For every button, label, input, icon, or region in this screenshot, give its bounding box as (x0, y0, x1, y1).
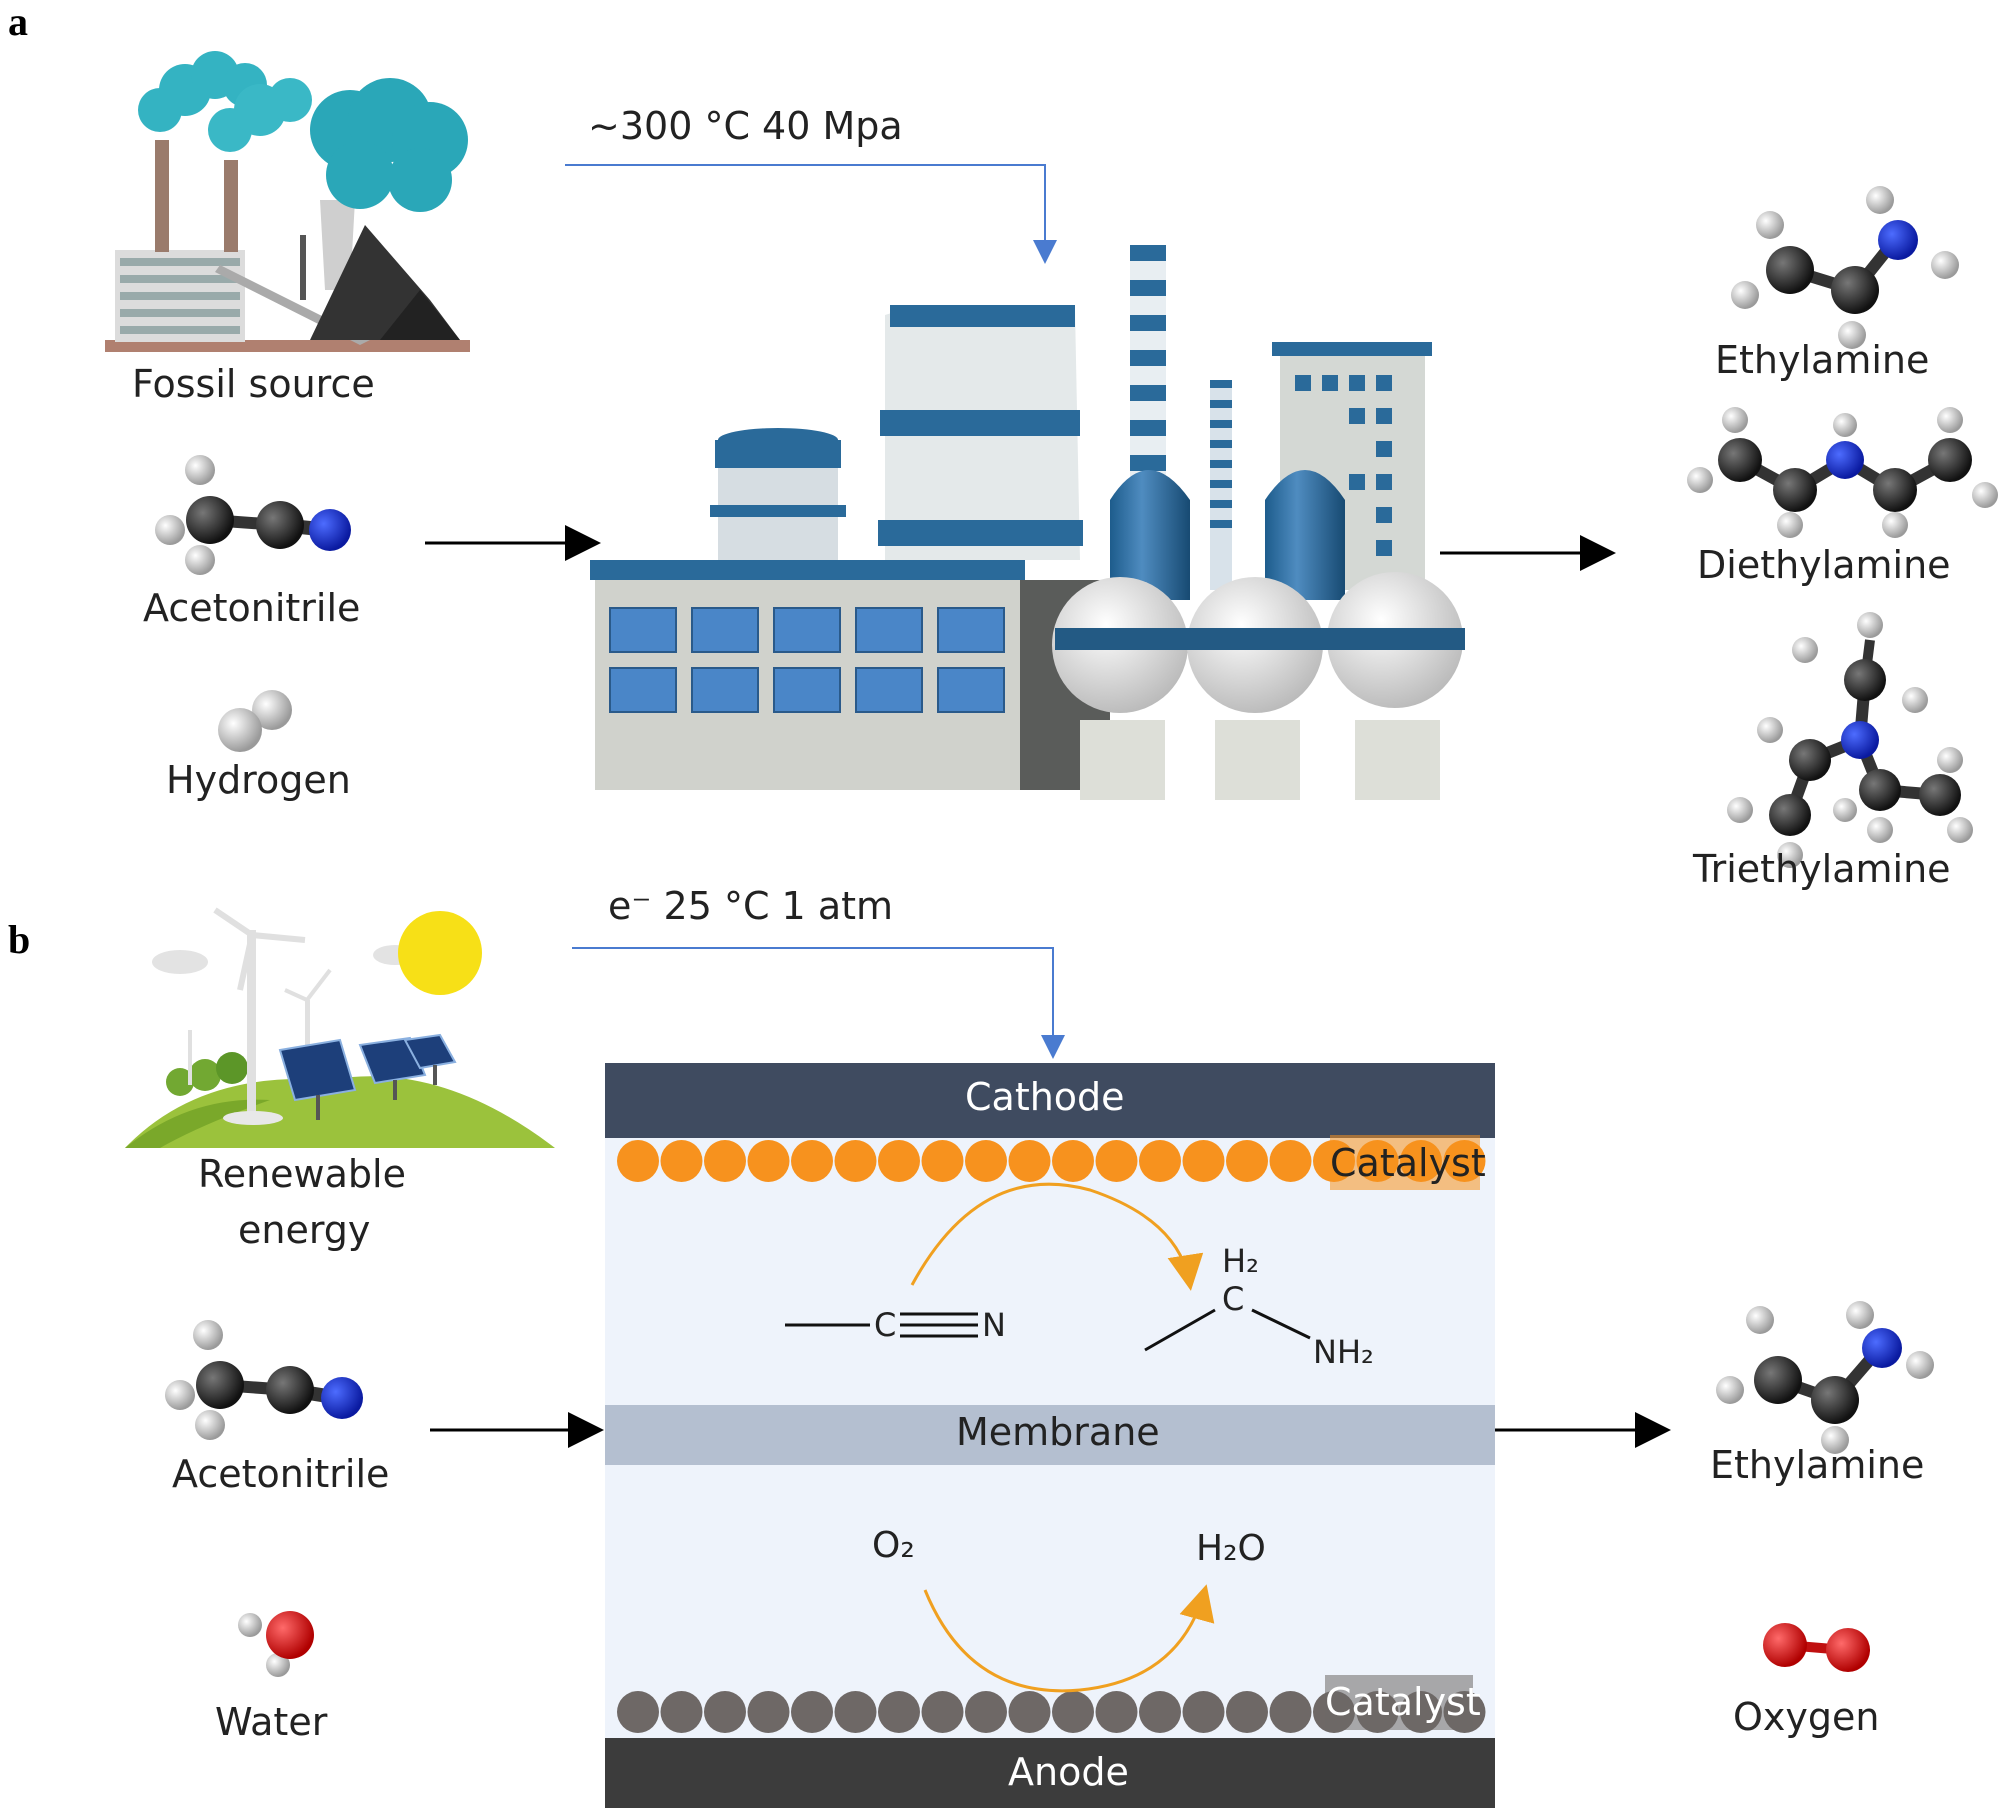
anode-reaction-arc (923, 1584, 1215, 1693)
catalyst-particle (791, 1140, 833, 1182)
cathode-plate (605, 1063, 1495, 1138)
acetonitrile-label-b: Acetonitrile (172, 1452, 390, 1496)
anode-plate (605, 1738, 1495, 1808)
membrane-label: Membrane (956, 1410, 1160, 1454)
catalyst-particle (704, 1140, 746, 1182)
anode-label: Anode (1008, 1750, 1129, 1794)
product-ethylamine-a: Ethylamine (1715, 338, 1930, 382)
diethylamine-molecule (1687, 407, 1998, 538)
catalyst-particle (747, 1691, 790, 1733)
conditions-label-b: e⁻ 25 °C 1 atm (608, 884, 894, 928)
water-molecule (238, 1611, 314, 1677)
panel-a-letter: a (8, 0, 28, 44)
catalyst-particle (1095, 1140, 1138, 1182)
ethylamine-molecule-a (1731, 186, 1959, 349)
factory-icon (590, 245, 1465, 800)
catalyst-particle (834, 1691, 877, 1733)
catalyst-particle (1052, 1691, 1094, 1733)
catalyst-particle (747, 1140, 790, 1182)
catalyst-particle (1182, 1140, 1225, 1182)
conditions-arrow-b (572, 947, 1065, 1059)
acetonitrile-label-a: Acetonitrile (143, 586, 361, 630)
renewable-label-line2: energy (238, 1208, 371, 1252)
catalyst-particle (921, 1140, 964, 1182)
ethylamine-molecule-b (1716, 1301, 1934, 1454)
hydrogen-label: Hydrogen (166, 758, 351, 802)
catalyst-particle (1269, 1691, 1312, 1733)
catalyst-top-label-bg (1330, 1135, 1480, 1190)
catalyst-particle (1182, 1691, 1225, 1733)
anode-reactant-o2: O₂ (872, 1525, 915, 1566)
catalyst-particle (1008, 1691, 1051, 1733)
conditions-arrow-a (565, 164, 1057, 264)
fossil-plant-icon (105, 51, 470, 352)
fossil-source-label: Fossil source (132, 362, 375, 406)
catalyst-particle (660, 1140, 703, 1182)
catalyst-particle (1052, 1140, 1094, 1182)
renewable-label-line1: Renewable (198, 1152, 406, 1196)
catalyst-particle (791, 1691, 833, 1733)
renewable-energy-icon (125, 907, 555, 1148)
catalyst-particle (617, 1140, 659, 1182)
product-h2: H₂ (1222, 1242, 1259, 1280)
catalyst-particle (1095, 1691, 1138, 1733)
catalyst-particle (965, 1691, 1007, 1733)
catalyst-bottom-label-bg (1325, 1675, 1473, 1730)
membrane-layer (605, 1405, 1495, 1465)
product-carbon: C (1222, 1280, 1245, 1318)
catalyst-particle (1139, 1691, 1181, 1733)
catalyst-particle (921, 1691, 964, 1733)
anode-reaction (923, 1584, 1215, 1693)
cathode-label: Cathode (965, 1075, 1125, 1119)
water-label: Water (215, 1700, 328, 1744)
cathode-reaction-arc (910, 1182, 1204, 1291)
catalyst-particle (965, 1140, 1007, 1182)
product-nh2: NH₂ (1313, 1333, 1374, 1371)
triethylamine-molecule (1727, 612, 1973, 868)
product-triethylamine: Triethylamine (1693, 847, 1951, 891)
cathode-reaction (785, 1182, 1311, 1352)
hydrogen-molecule (218, 690, 292, 752)
catalyst-particle (1226, 1691, 1268, 1733)
oxygen-molecule (1763, 1623, 1870, 1672)
catalyst-particle (660, 1691, 703, 1733)
catalyst-particle (1008, 1140, 1051, 1182)
catalyst-particle (704, 1691, 746, 1733)
product-ethylamine-b: Ethylamine (1710, 1443, 1925, 1487)
catalyst-top-label: Catalyst (1330, 1141, 1486, 1185)
catalyst-particle (1226, 1140, 1268, 1182)
catalyst-particle (617, 1691, 659, 1733)
product-diethylamine: Diethylamine (1697, 543, 1951, 587)
reactant-carbon: C (874, 1306, 897, 1344)
catalyst-particle (1269, 1140, 1312, 1182)
conditions-label-a: ~300 °C 40 Mpa (588, 104, 903, 148)
panel-b-letter: b (8, 917, 31, 962)
product-oxygen: Oxygen (1733, 1695, 1880, 1739)
reactant-nitrogen: N (982, 1306, 1006, 1344)
catalyst-bottom-label: Catalyst (1325, 1680, 1481, 1724)
catalyst-particle (878, 1691, 920, 1733)
acetonitrile-molecule-a (155, 455, 351, 575)
acetonitrile-molecule-b (165, 1320, 363, 1440)
catalyst-particle (878, 1140, 920, 1182)
catalyst-particle (1139, 1140, 1181, 1182)
catalyst-particle (834, 1140, 877, 1182)
anode-product-h2o: H₂O (1196, 1528, 1266, 1569)
